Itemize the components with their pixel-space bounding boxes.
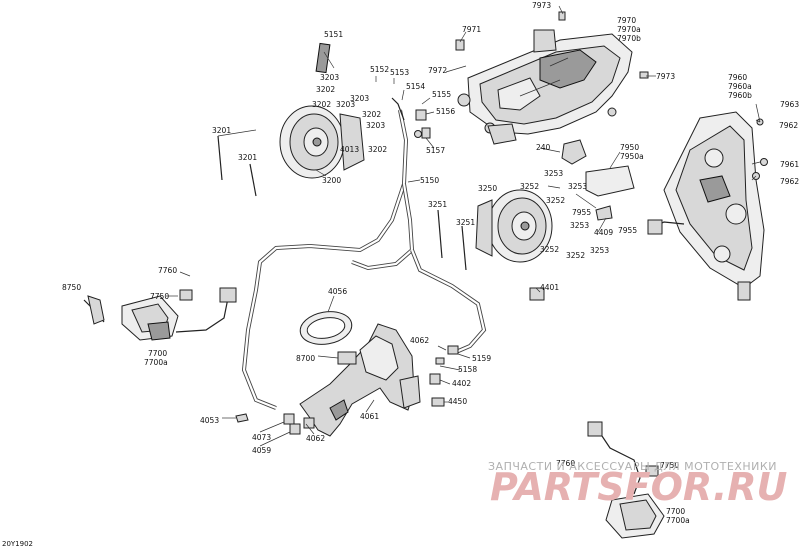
callout-3252-c: 3252 [540, 245, 559, 254]
callout-7960b: 7960b [728, 91, 752, 100]
callout-3253-b: 3253 [568, 182, 587, 191]
callout-5152: 5152 [370, 65, 389, 74]
callout-4402: 4402 [452, 379, 471, 388]
speaker-left [279, 105, 365, 179]
callout-7700a-right: 7700a [666, 516, 690, 525]
callout-4062-a: 4062 [410, 336, 429, 345]
callout-4073: 4073 [252, 433, 271, 442]
turn-signal-right [587, 421, 665, 539]
callout-5155: 5155 [432, 90, 451, 99]
callout-7970: 7970 [617, 16, 636, 25]
diagram-code: 20Y1902 [2, 540, 33, 548]
callout-8750: 8750 [62, 283, 81, 292]
callout-240: 240 [536, 143, 551, 152]
callout-4061: 4061 [360, 412, 379, 421]
callout-4059: 4059 [252, 446, 271, 455]
callout-7700a-left: 7700a [144, 358, 168, 367]
callout-labels: 7973 7971 7970 7970a 7970b 7972 7973 796… [62, 1, 799, 525]
callout-7963: 7963 [780, 100, 799, 109]
callout-3201-b: 3201 [238, 153, 257, 162]
callout-7962-lower: 7962 [780, 177, 799, 186]
callout-7960a: 7960a [728, 82, 752, 91]
callout-5153: 5153 [390, 68, 409, 77]
callout-4013: 4013 [340, 145, 359, 154]
callout-5156: 5156 [436, 107, 455, 116]
callout-3253-c: 3253 [570, 221, 589, 230]
callout-7750-left: 7750 [150, 292, 169, 301]
callout-3200: 3200 [322, 176, 341, 185]
callout-4053: 4053 [200, 416, 219, 425]
callout-7972: 7972 [428, 66, 447, 75]
callout-3253-d: 3253 [590, 246, 609, 255]
callout-7970b: 7970b [617, 34, 641, 43]
callout-3251-b: 3251 [456, 218, 475, 227]
callout-4450: 4450 [448, 397, 467, 406]
callout-4062-b: 4062 [306, 434, 325, 443]
callout-4056: 4056 [328, 287, 347, 296]
callout-7961: 7961 [780, 160, 799, 169]
callout-7700-right: 7700 [666, 507, 685, 516]
callout-7700-left: 7700 [148, 349, 167, 358]
callout-7955-a: 7955 [572, 208, 591, 217]
callout-5159: 5159 [472, 354, 491, 363]
callout-7973-right: 7973 [656, 72, 675, 81]
watermark: ЗАПЧАСТИ И АКСЕССУАРЫ ДЛЯ МОТОТЕХНИКИ PA… [488, 460, 788, 509]
leader-lines [166, 5, 761, 447]
speaker-right [475, 189, 553, 263]
callout-3203-b: 3203 [350, 94, 369, 103]
callout-7960: 7960 [728, 73, 747, 82]
gasket-ring [299, 311, 353, 345]
callout-3201-a: 3201 [212, 126, 231, 135]
callout-3252-a: 3252 [520, 182, 539, 191]
callout-3202-d: 3202 [368, 145, 387, 154]
watermark-brand: PARTSFOR.RU [490, 465, 788, 509]
callout-3252-d: 3252 [566, 251, 585, 260]
side-light-assembly [647, 111, 765, 301]
callout-3202-c: 3202 [362, 110, 381, 119]
callout-7955-b: 7955 [618, 226, 637, 235]
headlight-housing [457, 29, 633, 145]
callout-8700: 8700 [296, 354, 315, 363]
callout-5157: 5157 [426, 146, 445, 155]
callout-4401: 4401 [540, 283, 559, 292]
watermark-tagline: ЗАПЧАСТИ И АКСЕССУАРЫ ДЛЯ МОТОТЕХНИКИ [488, 460, 777, 473]
callout-4409: 4409 [594, 228, 613, 237]
callout-7750-right: 7750 [660, 461, 679, 470]
callout-3253-a: 3253 [544, 169, 563, 178]
callout-7973: 7973 [532, 1, 551, 10]
callout-3203-d: 3203 [366, 121, 385, 130]
callout-7970a: 7970a [617, 25, 641, 34]
callout-5158: 5158 [458, 365, 477, 374]
callout-5154: 5154 [406, 82, 425, 91]
turn-signal-left [83, 287, 237, 341]
callout-3203-a: 3203 [320, 73, 339, 82]
callout-3202-b: 3202 [312, 100, 331, 109]
callout-5150: 5150 [420, 176, 439, 185]
callout-7950a: 7950a [620, 152, 644, 161]
callout-7760-left: 7760 [158, 266, 177, 275]
callout-3202-a: 3202 [316, 85, 335, 94]
callout-3203-c: 3203 [336, 100, 355, 109]
callout-7950: 7950 [620, 143, 639, 152]
callout-7971: 7971 [462, 25, 481, 34]
callout-3251-a: 3251 [428, 200, 447, 209]
callout-3252-b: 3252 [546, 196, 565, 205]
callout-5151: 5151 [324, 30, 343, 39]
callout-3250: 3250 [478, 184, 497, 193]
callout-7760-right: 7760 [556, 459, 575, 468]
callout-7962-upper: 7962 [779, 121, 798, 130]
mounting-bracket [299, 323, 421, 437]
